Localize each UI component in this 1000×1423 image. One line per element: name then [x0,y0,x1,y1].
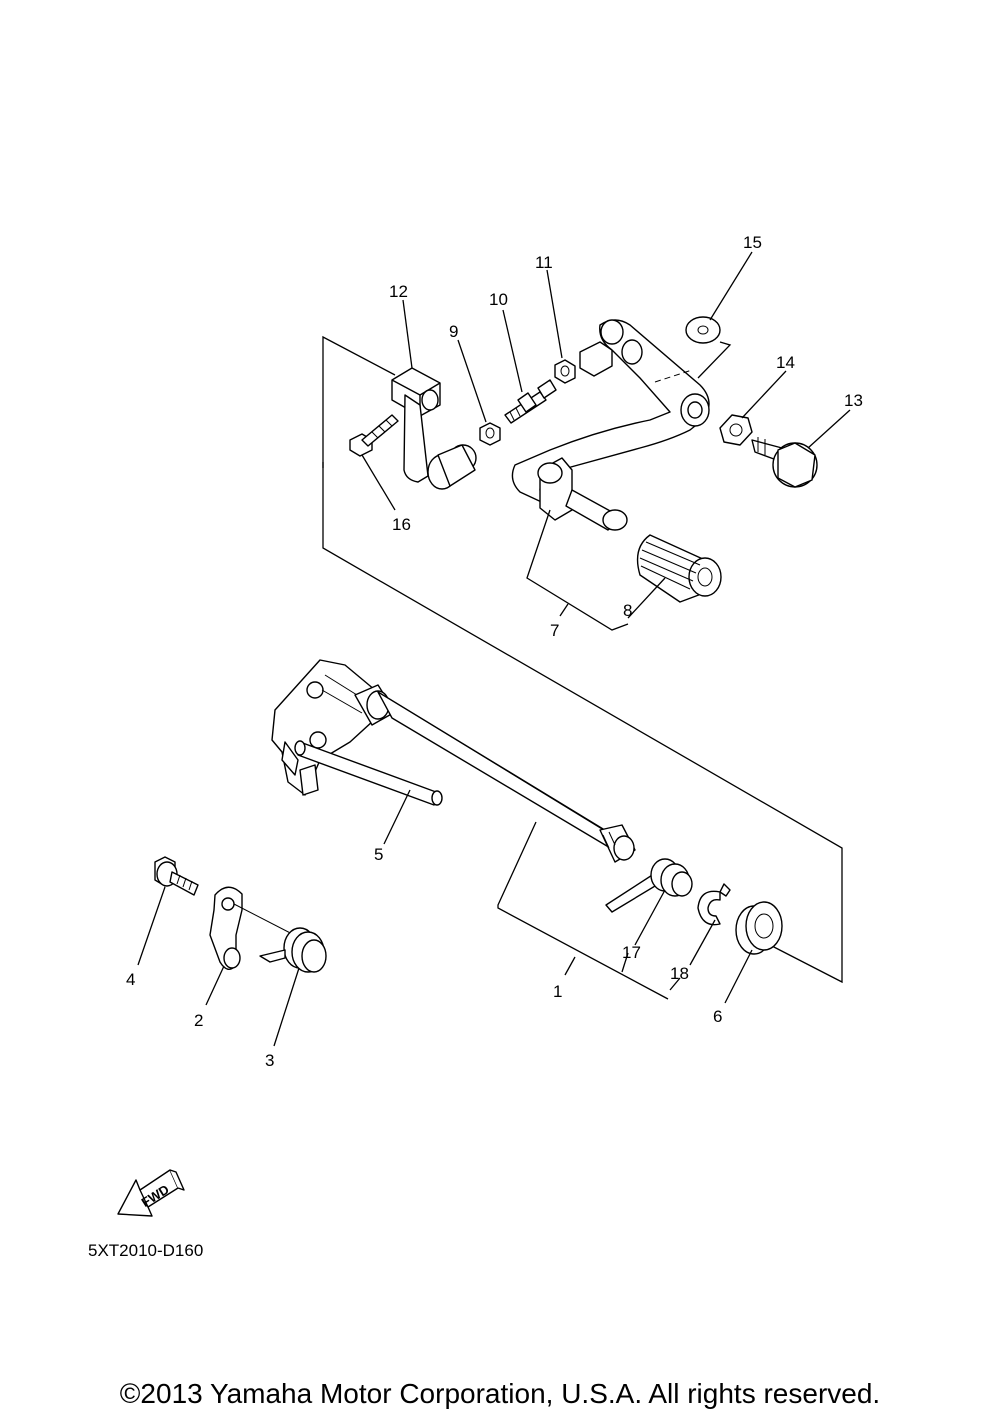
callout-4: 4 [126,970,135,989]
callout-3: 3 [265,1051,274,1070]
circlip-part-18 [697,883,731,926]
adjuster-bolt-part-10 [504,379,557,424]
callout-18: 18 [670,964,689,983]
callout-labels: 1 2 3 4 5 6 7 8 9 10 11 12 13 14 15 16 1… [126,233,863,1070]
callout-1: 1 [553,982,562,1001]
shift-arm-part-12 [391,367,477,490]
drawing-code: 5XT2010-D160 [88,1241,203,1260]
callout-11: 11 [535,253,553,272]
callout-12: 12 [389,282,408,301]
callout-2: 2 [194,1011,203,1030]
spring-part-3 [233,903,327,973]
callout-6: 6 [713,1007,722,1026]
callout-15: 15 [743,233,762,252]
oil-seal-part-6 [735,901,783,955]
dowel-pin-part-5 [294,740,443,806]
bolt-part-16 [349,414,399,457]
callout-17: 17 [622,943,641,962]
callout-10: 10 [489,290,508,309]
callout-5: 5 [374,845,383,864]
callout-16: 16 [392,515,411,534]
callout-14: 14 [776,353,795,372]
callout-7: 7 [550,621,559,640]
washer-part-14 [719,414,753,446]
upper-assembly-frame [322,335,843,984]
nut-part-9 [479,422,501,446]
torsion-spring-part-17 [605,858,693,913]
stopper-lever-part-2 [209,886,243,970]
bolt-part-4 [154,856,199,896]
copyright-notice: ©2013 Yamaha Motor Corporation, U.S.A. A… [119,1378,881,1409]
shift-shaft-part-1 [271,659,636,863]
callout-13: 13 [844,391,863,410]
pivot-bolt-part-13 [751,437,818,488]
nut-part-11 [554,359,576,384]
callout-8: 8 [623,601,632,620]
washer-part-15 [685,316,732,379]
callout-9: 9 [449,322,458,341]
fwd-arrow-icon: FWD [117,1169,185,1217]
shift-pedal-part-7 [511,319,710,531]
pedal-rubber-part-8 [636,534,722,603]
leader-lines [137,251,851,1047]
